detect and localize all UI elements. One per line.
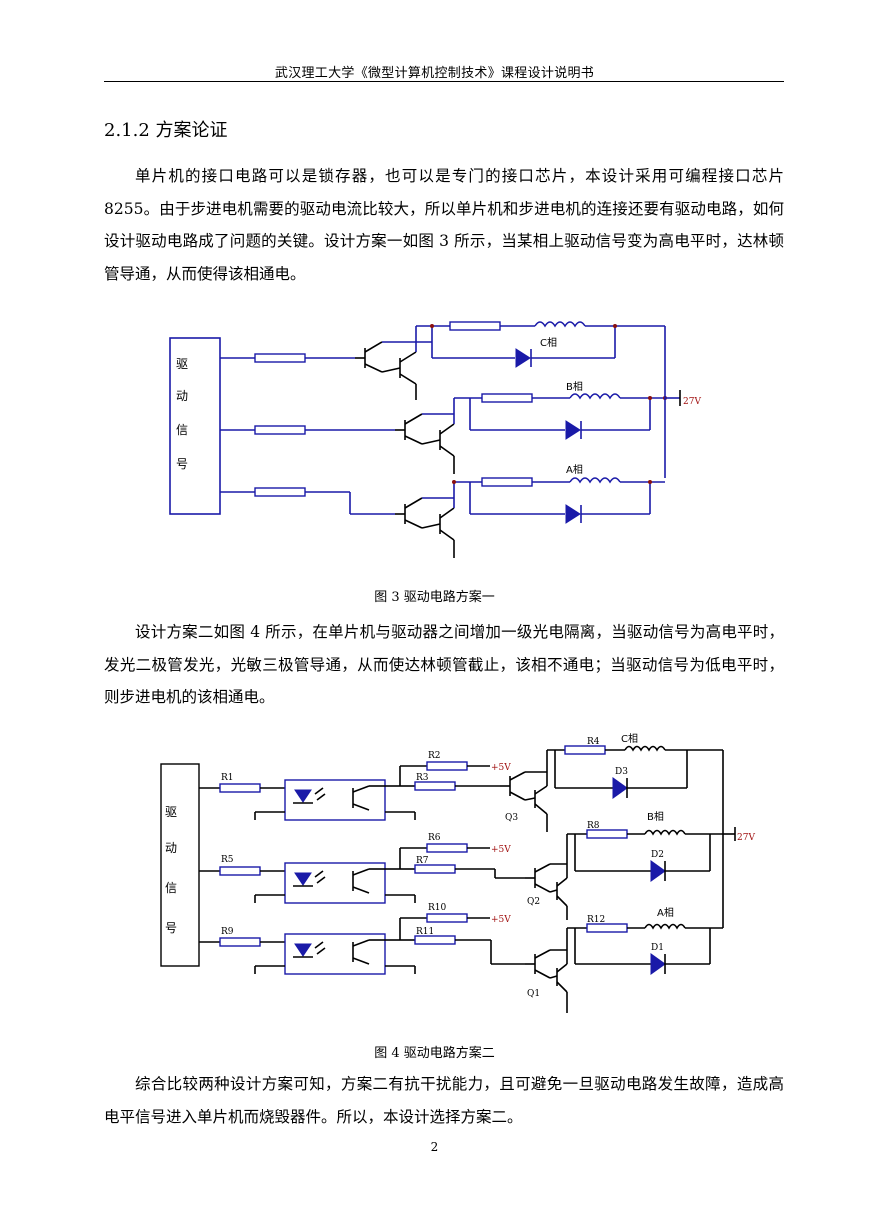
resistor-r6	[426, 843, 468, 853]
input-label-4: 号	[165, 921, 177, 935]
label-q2: Q2	[527, 897, 540, 907]
paragraph-intro: 单片机的接口电路可以是锁存器，也可以是专门的接口芯片，本设计采用可编程接口芯片 …	[104, 167, 784, 283]
page-number: 2	[430, 1140, 439, 1154]
label-plus5v-b: +5V	[491, 845, 511, 855]
resistor-r9	[219, 937, 261, 947]
led-c	[294, 789, 312, 803]
coil-c	[534, 321, 586, 328]
resistor-r1	[219, 783, 261, 793]
resistor-r3	[414, 781, 456, 791]
phase-label-b: B相	[566, 380, 583, 393]
coil-a	[569, 477, 621, 484]
label-r4: R4	[587, 737, 600, 747]
label-r8: R8	[587, 821, 600, 831]
input-label-3: 信	[165, 881, 177, 895]
input-resistor-b	[254, 425, 306, 435]
input-label-2: 动	[176, 389, 188, 403]
page-header: 武汉理工大学《微型计算机控制技术》课程设计说明书	[274, 66, 595, 81]
phase-resistor-b	[481, 393, 533, 403]
phase-label-a: A相	[566, 463, 583, 476]
label-r1: R1	[221, 773, 234, 783]
diode-d2	[650, 860, 666, 882]
label-q1: Q1	[527, 989, 540, 999]
figure-4-circuit: 驱 动 信 号 R1 R2 +5V R3 Q3 R4 C相 D3	[160, 732, 755, 1013]
input-label-4: 号	[176, 457, 188, 471]
input-resistor-c	[254, 353, 306, 363]
coil-c	[624, 745, 666, 752]
diode-a	[565, 504, 581, 524]
phase-label-c: C相	[540, 336, 557, 349]
section-title: 2.1.2 方案论证	[104, 120, 228, 141]
coil-b	[569, 393, 621, 400]
label-r5: R5	[221, 855, 234, 865]
input-label-2: 动	[165, 841, 177, 855]
resistor-r4	[564, 745, 606, 755]
label-d2: D2	[651, 850, 664, 860]
resistor-r2	[426, 761, 468, 771]
label-plus5v-a: +5V	[491, 915, 511, 925]
resistor-r7	[414, 864, 456, 874]
coil-a	[644, 923, 686, 930]
header-rule	[104, 81, 784, 82]
led-b	[294, 872, 312, 886]
paragraph-conclusion: 综合比较两种设计方案可知，方案二有抗干扰能力，且可避免一旦驱动电路发生故障，造成…	[104, 1075, 784, 1126]
diode-b	[565, 420, 581, 440]
label-plus5v-c: +5V	[491, 763, 511, 773]
resistor-r12	[586, 923, 628, 933]
figure-4-caption: 图 4 驱动电路方案二	[374, 1046, 495, 1061]
phase-resistor-c	[449, 321, 501, 331]
supply-label-fig4: 27V	[737, 833, 755, 843]
diode-d1	[650, 953, 666, 975]
led-a	[294, 943, 312, 957]
input-label-1: 驱	[165, 805, 177, 819]
label-r2: R2	[428, 751, 441, 761]
phase-label-a: A相	[657, 906, 674, 919]
diode-d3	[612, 777, 628, 799]
resistor-r5	[219, 866, 261, 876]
label-r6: R6	[428, 833, 441, 843]
phase-resistor-a	[481, 477, 533, 487]
paragraph-scheme-two: 设计方案二如图 4 所示，在单片机与驱动器之间增加一级光电隔离，当驱动信号为高电…	[104, 623, 784, 706]
diode-c	[515, 348, 531, 368]
input-block	[169, 337, 221, 515]
resistor-r10	[426, 913, 468, 923]
input-resistor-a	[254, 487, 306, 497]
label-r9: R9	[221, 927, 234, 937]
label-r7: R7	[416, 856, 429, 866]
supply-label-fig3: 27V	[683, 397, 701, 407]
input-label-1: 驱	[176, 357, 188, 371]
resistor-r11	[414, 935, 456, 945]
figure-3-circuit: 驱 动 信 号 C相 B相	[169, 321, 701, 558]
label-d3: D3	[615, 767, 628, 777]
label-r12: R12	[587, 915, 605, 925]
label-q3: Q3	[505, 813, 518, 823]
input-block	[160, 763, 200, 967]
coil-b	[644, 829, 686, 836]
input-label-3: 信	[176, 423, 188, 437]
label-r11: R11	[416, 927, 434, 937]
label-d1: D1	[651, 943, 664, 953]
phase-label-b: B相	[647, 810, 664, 823]
figure-3-caption: 图 3 驱动电路方案一	[374, 590, 495, 605]
phase-label-c: C相	[621, 732, 638, 745]
resistor-r8	[586, 829, 628, 839]
label-r10: R10	[428, 903, 447, 913]
label-r3: R3	[416, 773, 429, 783]
